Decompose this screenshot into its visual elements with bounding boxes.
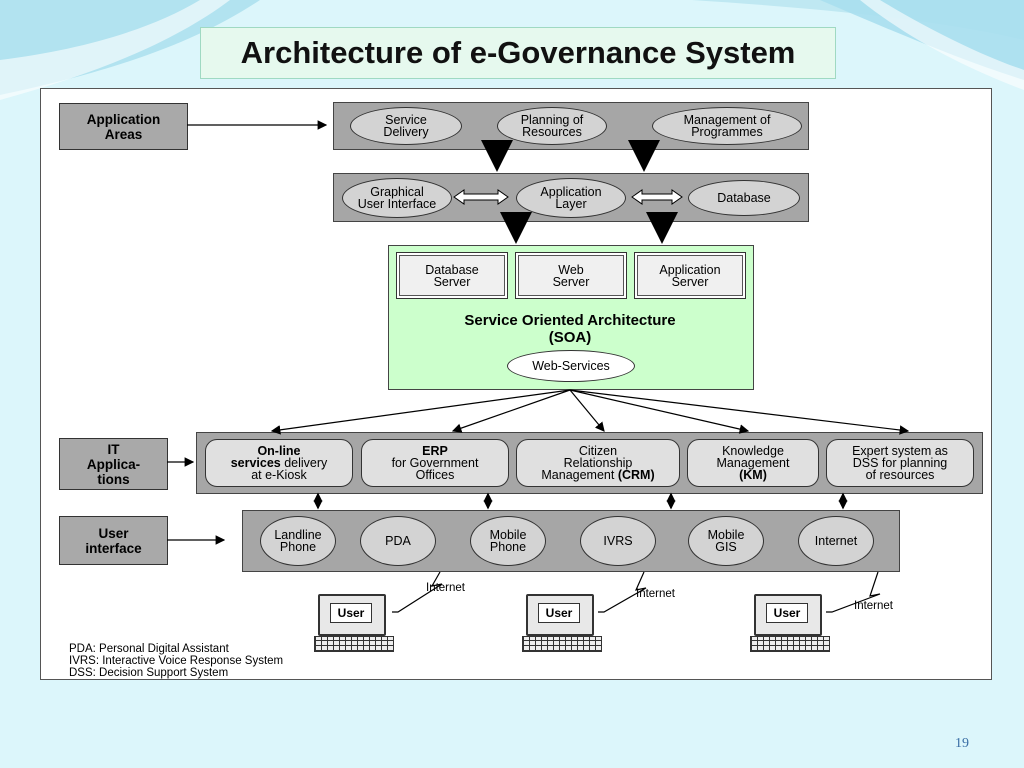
label-user-interface: User interface xyxy=(59,516,168,565)
it-app-crm: Citizen Relationship Management (CRM) xyxy=(516,439,680,487)
internet-link-label: Internet xyxy=(854,600,893,612)
internet-link-label: Internet xyxy=(636,588,675,600)
it-app-erp: ERP for Government Offices xyxy=(361,439,509,487)
user-interface-band xyxy=(242,510,900,572)
it-app-km: Knowledge Management (KM) xyxy=(687,439,819,487)
layer-application: Application Layer xyxy=(516,178,626,218)
label-it-applications: IT Applica- tions xyxy=(59,438,168,490)
internet-link-label: Internet xyxy=(426,582,465,594)
ui-internet: Internet xyxy=(798,516,874,566)
app-area-management-programmes: Management of Programmes xyxy=(652,107,802,145)
note-pda: PDA: Personal Digital Assistant xyxy=(69,643,229,655)
user-computer-icon: User xyxy=(750,594,832,656)
page-number: 19 xyxy=(955,736,969,751)
app-area-service-delivery: Service Delivery xyxy=(350,107,462,145)
web-services-oval: Web-Services xyxy=(507,350,635,382)
ui-landline-phone: Landline Phone xyxy=(260,516,336,566)
slide-title: Architecture of e-Governance System xyxy=(200,27,836,79)
server-application: Application Server xyxy=(634,252,746,299)
soa-title: Service Oriented Architecture (SOA) xyxy=(464,312,676,346)
ui-mobile-gis: Mobile GIS xyxy=(688,516,764,566)
note-ivrs: IVRS: Interactive Voice Response System xyxy=(69,655,284,667)
user-computer-icon: User xyxy=(314,594,396,656)
ui-ivrs: IVRS xyxy=(580,516,656,566)
layer-database: Database xyxy=(688,180,800,216)
note-dss: DSS: Decision Support System xyxy=(69,667,229,679)
user-computer-icon: User xyxy=(522,594,604,656)
layer-gui: Graphical User Interface xyxy=(342,178,452,218)
ui-pda: PDA xyxy=(360,516,436,566)
server-database: Database Server xyxy=(396,252,508,299)
ui-mobile-phone: Mobile Phone xyxy=(470,516,546,566)
app-area-planning-resources: Planning of Resources xyxy=(497,107,607,145)
server-web: Web Server xyxy=(515,252,627,299)
label-application-areas: Application Areas xyxy=(59,103,188,150)
it-app-expert-system: Expert system as DSS for planning of res… xyxy=(826,439,974,487)
it-app-online-services: On-line services delivery at e-Kiosk xyxy=(205,439,353,487)
